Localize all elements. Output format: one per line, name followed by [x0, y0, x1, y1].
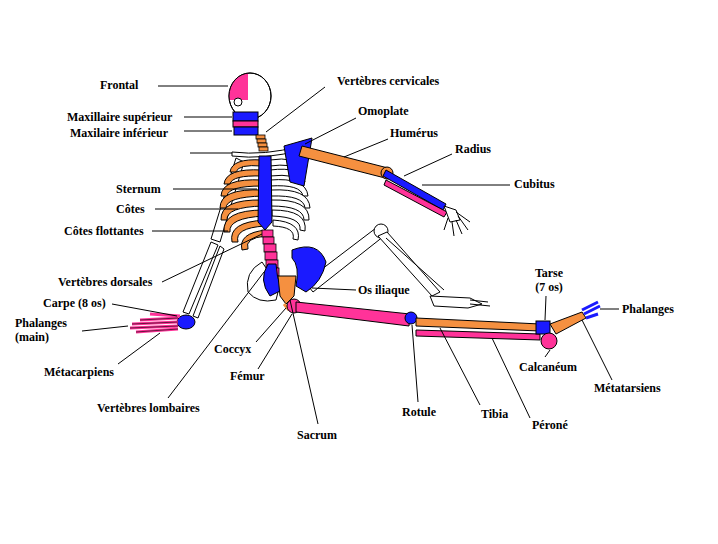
part-label: Rotule: [402, 405, 436, 419]
skull-part: [233, 121, 258, 127]
part-label: Maxillaire supérieur: [67, 110, 172, 124]
leader-lines-part: [152, 231, 228, 232]
leader-lines-part: [184, 117, 232, 118]
part-label: Humérus: [390, 126, 438, 140]
extended-leg-part: [536, 321, 550, 334]
left-arm-part: [299, 146, 388, 178]
leader-lines-part: [440, 328, 480, 405]
part-label: Calcanéum: [519, 360, 577, 374]
skull: [226, 70, 271, 135]
part-label: Sternum: [116, 182, 161, 196]
part-label: Radius: [455, 142, 491, 156]
cervical-vertebrae-part: [256, 135, 265, 139]
part-label: Tibia: [481, 407, 508, 421]
leader-lines-part: [82, 326, 128, 331]
leader-lines-part: [305, 118, 356, 144]
scapula: [284, 138, 312, 186]
leader-lines-part: [312, 288, 356, 290]
leader-lines-part: [258, 314, 292, 369]
leader-lines-part: [582, 320, 612, 380]
extended-leg: [287, 299, 600, 349]
part-label: Vertèbres lombaires: [97, 401, 200, 415]
part-label: Maxilaire inférieur: [70, 126, 168, 140]
leader-lines-part: [290, 300, 318, 424]
sternum: [258, 156, 272, 230]
extended-leg-part: [416, 318, 540, 331]
leader-lines-part: [168, 272, 264, 398]
extended-leg-part: [582, 302, 600, 318]
spine-part: [265, 252, 277, 260]
left-arm-part: [444, 206, 460, 222]
right-arm-part: [130, 314, 180, 332]
part-label: Cubitus: [514, 177, 555, 191]
leader-lines-part: [173, 189, 257, 190]
leader-lines-part: [155, 209, 238, 210]
part-label: Os iliaque: [358, 283, 410, 297]
skull-part: [233, 112, 258, 121]
leader-lines-part: [344, 139, 388, 157]
left-arm-part: [444, 212, 470, 236]
leader-lines-part: [162, 234, 262, 282]
left-arm-part: [384, 180, 447, 217]
right-arm-part: [193, 246, 224, 318]
leader-lines-part: [422, 185, 510, 186]
bent-leg: [305, 224, 490, 308]
part-label: Phalanges (main): [15, 316, 81, 344]
leader-lines-part: [600, 309, 619, 310]
part-label: Vertèbres cervicales: [337, 74, 439, 88]
part-label: Côtes: [116, 202, 145, 216]
spine-part: [263, 237, 274, 244]
leader-lines-part: [118, 333, 160, 364]
part-label: Carpe (8 os): [43, 296, 106, 310]
cervical-vertebrae: [256, 135, 268, 151]
cervical-vertebrae-part: [259, 147, 268, 151]
extended-leg-part: [541, 333, 557, 349]
leader-lines-part: [545, 350, 550, 357]
ribs-right-part: [273, 220, 298, 240]
extended-leg-part: [550, 312, 586, 334]
spine-part: [262, 230, 273, 237]
part-label: Métacarpiens: [44, 365, 114, 379]
skull-part: [234, 98, 242, 106]
cervical-vertebrae-part: [257, 139, 266, 143]
part-label: Fémur: [230, 369, 265, 383]
leader-lines-part: [112, 304, 177, 316]
leader-lines-part: [158, 86, 228, 87]
bent-leg-part: [386, 238, 444, 290]
leader-lines-part: [492, 338, 530, 418]
leader-lines-part: [545, 296, 546, 320]
part-label: Côtes flottantes: [64, 224, 144, 238]
part-label: Frontal: [100, 78, 138, 92]
part-label: Vertèbres dorsales: [58, 275, 152, 289]
leader-lines-part: [404, 154, 452, 176]
leader-lines-part: [266, 87, 325, 132]
leader-lines-part: [190, 153, 232, 154]
cervical-vertebrae-part: [258, 143, 267, 147]
bent-leg-part: [430, 296, 482, 308]
part-label: Phalanges: [622, 302, 674, 316]
part-label: Péroné: [532, 418, 568, 432]
right-arm-part: [130, 318, 178, 332]
part-label: Métatarsiens: [594, 381, 661, 395]
leader-lines-part: [256, 308, 286, 342]
spine-part: [264, 244, 276, 252]
extended-leg-part: [416, 330, 540, 340]
extended-leg-part: [405, 312, 417, 324]
bent-leg-part: [470, 300, 490, 306]
part-label: Sacrum: [297, 428, 337, 442]
part-label: Tarse (7 os): [529, 266, 569, 294]
leader-lines-part: [184, 131, 232, 132]
part-label: Omoplate: [358, 104, 409, 118]
extended-leg-part: [296, 302, 410, 326]
part-label: Coccyx: [214, 342, 251, 356]
pelvis-part: [292, 247, 326, 292]
left-arm: [299, 146, 470, 236]
leader-lines-part: [412, 325, 418, 402]
skull-part: [234, 127, 258, 135]
